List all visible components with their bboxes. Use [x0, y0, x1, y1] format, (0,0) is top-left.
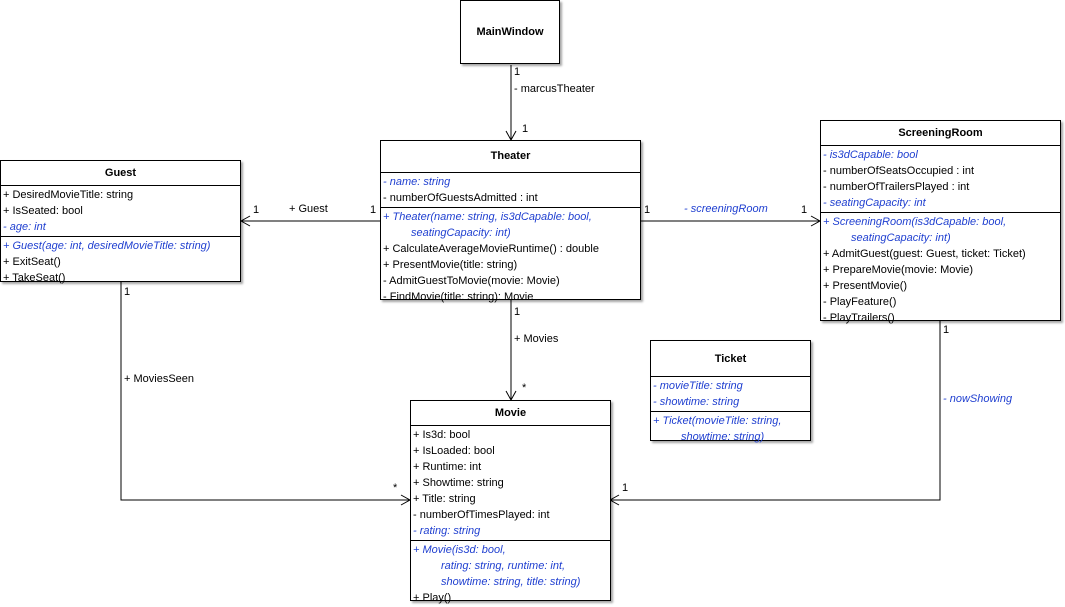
operation-row: + CalculateAverageMovieRuntime() : doubl…: [383, 243, 599, 255]
attribute-row: + IsLoaded: bool: [413, 445, 495, 457]
attribute-row: - is3dCapable: bool: [823, 149, 918, 161]
attribute-row: - numberOfGuestsAdmitted : int: [383, 192, 538, 204]
assoc-guest-movie-role: + MoviesSeen: [124, 373, 195, 385]
assoc-guest-movie-line: [120, 282, 410, 501]
class-movie-fields: + Is3d: bool + IsLoaded: bool + Runtime: i…: [411, 425, 610, 540]
attribute-row: - rating: string: [413, 525, 481, 537]
assoc-guest-movie-dst-mult: *: [393, 482, 398, 494]
class-ticket: Ticket - movieTitle: string - showtime: s…: [650, 340, 811, 443]
operation-row: + PresentMovie(): [823, 280, 908, 292]
operation-row: - FindMovie(title: string): Movie: [383, 291, 534, 303]
class-guest-fields: + DesiredMovieTitle: string + IsSeated: b…: [1, 185, 240, 236]
attribute-row: + Showtime: string: [413, 477, 504, 489]
class-guest-title: Guest: [104, 167, 137, 179]
class-screeningroom: ScreeningRoom - is3dCapable: bool - numbe…: [820, 120, 1061, 324]
operation-row: seatingCapacity: int): [851, 232, 951, 244]
assoc-main-theater-dst-mult: 1: [522, 123, 529, 135]
operation-row: + Theater(name: string, is3dCapable: boo…: [383, 211, 592, 223]
class-movie-title: Movie: [494, 407, 527, 419]
assoc-theater-movie-src-mult: 1: [514, 306, 521, 318]
operation-row: + ScreeningRoom(is3dCapable: bool,: [823, 216, 1007, 228]
class-ticket-operations: + Ticket(movieTitle: string, showtime: st…: [651, 411, 810, 446]
class-guest: Guest + DesiredMovieTitle: string + IsSea…: [0, 160, 241, 284]
assoc-theater-movie-role: + Movies: [514, 333, 559, 345]
attribute-row: - numberOfSeatsOccupied : int: [823, 165, 975, 177]
operation-row: + Ticket(movieTitle: string,: [653, 415, 782, 427]
operation-row: + Play(): [413, 592, 452, 604]
class-screeningroom-title: ScreeningRoom: [898, 127, 983, 139]
assoc-main-theater-role: - marcusTheater: [514, 83, 595, 95]
attribute-row: - showtime: string: [653, 396, 740, 408]
class-ticket-title: Ticket: [714, 353, 747, 365]
operation-row: + TakeSeat(): [3, 272, 66, 284]
class-theater: Theater - name: string - numberOfGuestsAd…: [380, 140, 641, 303]
assoc-theater-screening-dst-mult: 1: [801, 204, 808, 216]
class-theater-operations: + Theater(name: string, is3dCapable: boo…: [381, 207, 640, 306]
class-mainwindow: MainWindow: [460, 0, 560, 64]
assoc-theater-screening-role: - screeningRoom: [684, 203, 768, 215]
attribute-row: - name: string: [383, 176, 451, 188]
attribute-row: + Runtime: int: [413, 461, 482, 473]
assoc-theater-movie-dst-mult: *: [522, 382, 527, 394]
operation-row: showtime: string, title: string): [441, 576, 581, 588]
assoc-theater-screening-src-mult: 1: [644, 204, 651, 216]
attribute-row: - numberOfTimesPlayed: int: [413, 509, 550, 521]
class-theater-title: Theater: [490, 150, 531, 162]
attribute-row: - movieTitle: string: [653, 380, 743, 392]
operation-row: + Guest(age: int, desiredMovieTitle: str…: [3, 240, 211, 252]
assoc-screening-movie-src-mult: 1: [943, 324, 950, 336]
attribute-row: + Title: string: [413, 493, 476, 505]
assoc-screening-movie-dst-mult: 1: [622, 482, 629, 494]
class-movie: Movie + Is3d: bool + IsLoaded: bool + Runt…: [410, 400, 611, 604]
class-mainwindow-title: MainWindow: [476, 26, 544, 38]
assoc-main-theater-src-mult: 1: [514, 66, 521, 78]
class-ticket-fields: - movieTitle: string - showtime: string: [651, 376, 810, 411]
attribute-row: - age: int: [3, 221, 46, 233]
assoc-guest-movie-src-mult: 1: [124, 286, 131, 298]
assoc-screening-movie-line: [610, 320, 941, 501]
class-screeningroom-operations: + ScreeningRoom(is3dCapable: bool, seatin…: [821, 212, 1060, 327]
operation-row: - AdmitGuestToMovie(movie: Movie): [383, 275, 560, 287]
class-screeningroom-fields: - is3dCapable: bool - numberOfSeatsOccupi…: [821, 145, 1060, 212]
attribute-row: - seatingCapacity: int: [823, 197, 926, 209]
operation-row: + PresentMovie(title: string): [383, 259, 518, 271]
assoc-theater-guest-src-mult: 1: [370, 204, 377, 216]
operation-row: showtime: string): [681, 431, 765, 443]
class-guest-operations: + Guest(age: int, desiredMovieTitle: str…: [1, 236, 240, 287]
operation-row: - PlayTrailers(): [823, 312, 895, 324]
attribute-row: - numberOfTrailersPlayed : int: [823, 181, 970, 193]
class-movie-operations: + Movie(is3d: bool, rating: string, runti…: [411, 540, 610, 607]
assoc-screening-movie-role: - nowShowing: [943, 393, 1013, 405]
class-theater-fields: - name: string - numberOfGuestsAdmitted :…: [381, 172, 640, 207]
operation-row: seatingCapacity: int): [411, 227, 511, 239]
operation-row: - PlayFeature(): [823, 296, 897, 308]
operation-row: + AdmitGuest(guest: Guest, ticket: Ticke…: [823, 248, 1026, 260]
operation-row: + ExitSeat(): [3, 256, 61, 268]
attribute-row: + DesiredMovieTitle: string: [3, 189, 134, 201]
assoc-theater-guest-dst-mult: 1: [253, 204, 260, 216]
attribute-row: + Is3d: bool: [413, 429, 471, 441]
operation-row: + PrepareMovie(movie: Movie): [823, 264, 974, 276]
operation-row: + Movie(is3d: bool,: [413, 544, 506, 556]
operation-row: rating: string, runtime: int,: [441, 560, 566, 572]
assoc-theater-guest-arrow: [239, 215, 251, 227]
assoc-theater-guest-role: + Guest: [289, 203, 328, 215]
attribute-row: + IsSeated: bool: [3, 205, 83, 217]
